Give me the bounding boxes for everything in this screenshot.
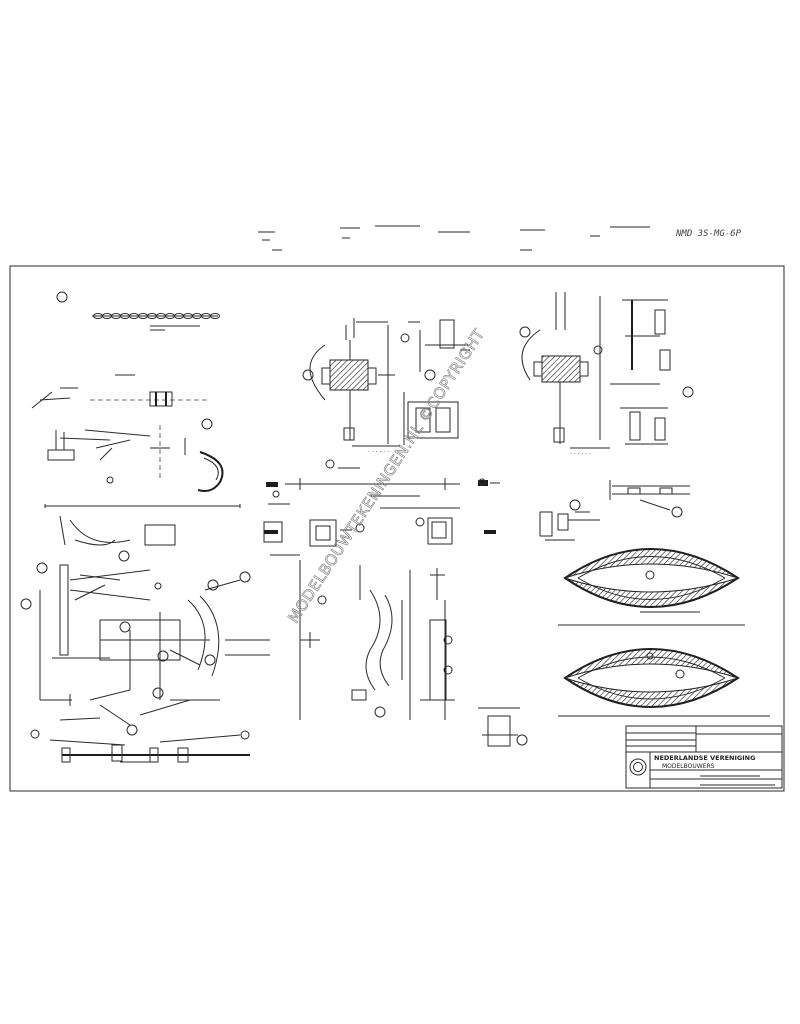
link-plates xyxy=(299,560,455,720)
nvm-seal-icon xyxy=(629,758,647,776)
winch-assembly xyxy=(20,515,270,763)
rail-detail xyxy=(609,480,690,518)
block-section-b: · · · · · · xyxy=(519,292,694,458)
bracket-views xyxy=(263,517,496,556)
fender-view-lower xyxy=(558,648,770,717)
small-fitting xyxy=(478,707,528,747)
title-block: NEDERLANDSE VERENIGING MODELBOUWERS xyxy=(625,725,783,789)
chain-link xyxy=(210,313,220,319)
organisation-subtitle: MODELBOUWERS xyxy=(662,763,715,770)
copyright-watermark: MODELBOUWTEKENINGEN.NL ©COPYRIGHT xyxy=(284,325,488,626)
left-detail-group: · xyxy=(20,291,270,763)
svg-text:·: · xyxy=(59,294,61,301)
svg-text:· · · · · ·: · · · · · · xyxy=(368,449,389,456)
beam-detail xyxy=(266,459,500,509)
fender-view-upper xyxy=(558,548,745,626)
fitting-detail-c xyxy=(539,499,600,541)
drawing-code: NMD 3S-MG-6P xyxy=(675,229,742,239)
organisation-name: NEDERLANDSE VERENIGING xyxy=(654,754,755,762)
top-marks xyxy=(258,225,650,251)
chain-detail xyxy=(92,313,220,331)
sheet-frame xyxy=(9,265,785,792)
hook-detail xyxy=(47,418,224,492)
svg-text:· · · · · ·: · · · · · · xyxy=(570,451,591,458)
block-section-a: · · · · · · xyxy=(302,318,470,456)
